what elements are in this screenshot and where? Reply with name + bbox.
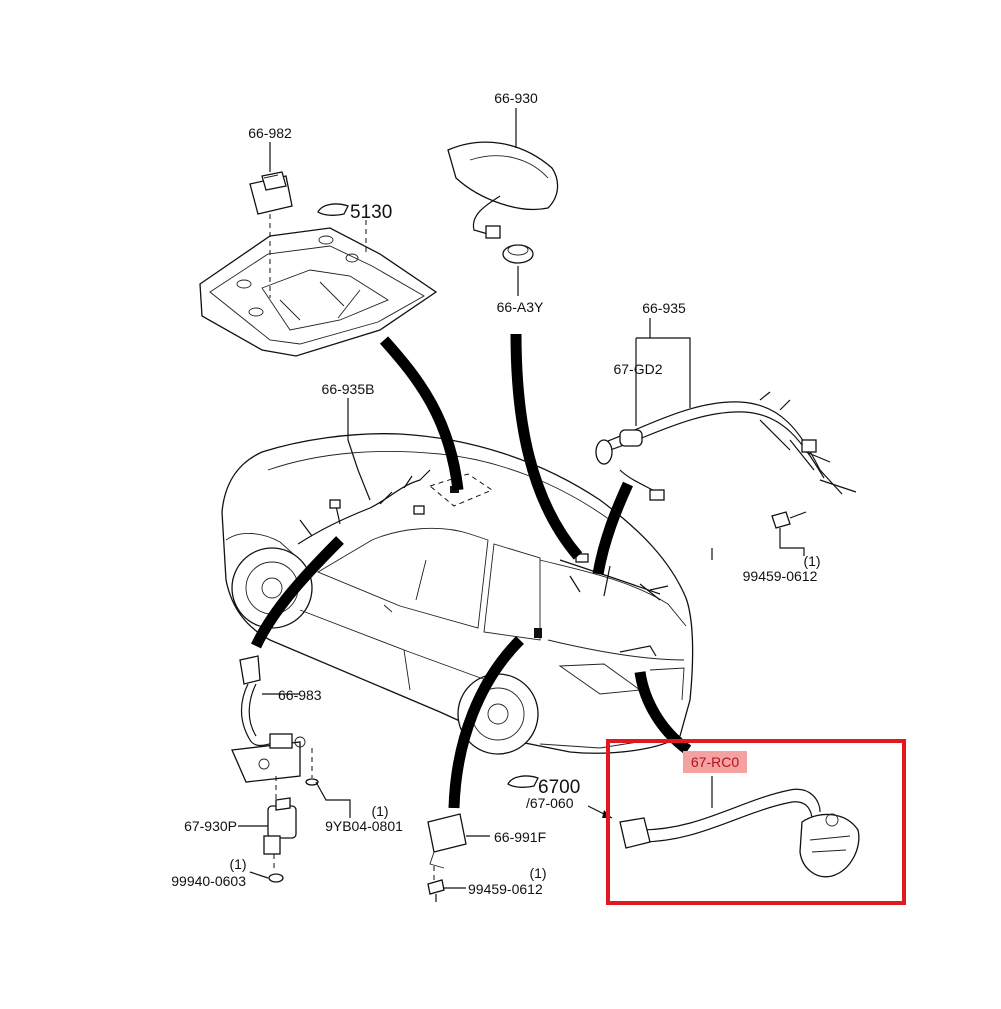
label-sensor: 67-930P <box>184 818 237 834</box>
label-clip-qty: (1) <box>371 803 388 819</box>
label-bolt-center-qty: (1) <box>529 865 546 881</box>
leader-lines <box>251 333 692 809</box>
highlight-label-bg <box>683 751 747 773</box>
vehicle-outline <box>221 433 694 755</box>
label-roof-harness: 66-935 <box>642 300 686 316</box>
label-door-harness: 66-983 <box>278 687 322 703</box>
door-harness-assembly <box>231 655 351 883</box>
label-antenna-grommet: 66-A3Y <box>497 299 544 315</box>
label-front-roof-harness: 66-935B <box>322 381 375 397</box>
highlight-box <box>606 739 906 905</box>
label-antenna: 66-930 <box>494 90 538 106</box>
room-lamp-assembly <box>199 142 438 357</box>
label-bolt-center: 99459-0612 <box>468 881 543 897</box>
relay-assembly <box>427 813 490 902</box>
label-rear-camera-ref: 6700 <box>538 777 580 798</box>
roof-harness-assembly <box>595 318 857 556</box>
label-leaders <box>347 398 713 560</box>
label-room-lamp-ref: 5130 <box>350 202 392 223</box>
antenna-assembly <box>447 108 559 296</box>
rear-camera-assembly <box>587 776 860 878</box>
label-rear-camera-ref-sub: /67-060 <box>526 795 574 811</box>
label-gps-antenna-feeder: 67-GD2 <box>613 361 662 377</box>
label-clip: 9YB04-0801 <box>325 818 403 834</box>
label-relay: 66-991F <box>494 829 546 845</box>
label-bolt-right: 99459-0612 <box>743 568 818 584</box>
reference-hand-icon <box>317 203 539 788</box>
part-labels: 66-982 5130 66-930 66-A3Y 66-935 67-GD2 … <box>171 90 820 897</box>
label-room-lamp-switch: 66-982 <box>248 125 292 141</box>
label-nut: 99940-0603 <box>171 873 246 889</box>
label-bolt-right-qty: (1) <box>803 553 820 569</box>
label-nut-qty: (1) <box>229 856 246 872</box>
label-rear-camera: 67-RC0 <box>691 754 739 770</box>
